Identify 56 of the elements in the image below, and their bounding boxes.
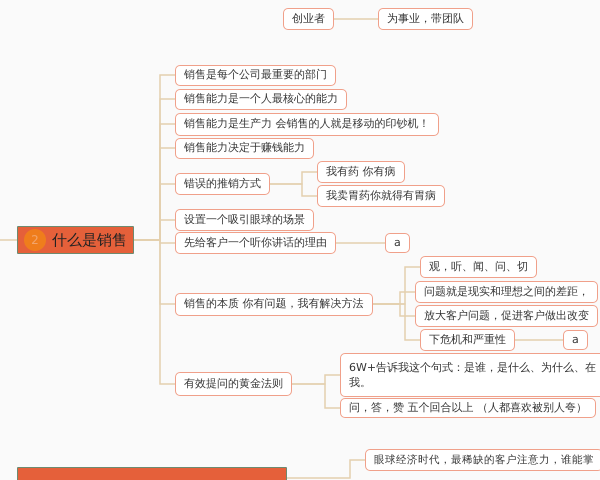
topic-text: 6W+告诉我这个句式：是谁，是什么、为什么、在 xyxy=(349,360,596,375)
topic-text: 放大客户问题，促进客户做出改变 xyxy=(424,308,589,324)
topic-box xyxy=(415,281,598,303)
topic-box xyxy=(365,449,600,471)
topic-box xyxy=(283,8,334,30)
topic-text: 观，听、闻、问、切 xyxy=(429,259,528,275)
topic-box xyxy=(378,8,473,30)
connector-line xyxy=(134,239,175,385)
topic-box xyxy=(175,209,314,231)
topic-box xyxy=(175,232,336,254)
topic-text: 问题就是现实和理想之间的差距， xyxy=(424,284,589,300)
topic-box xyxy=(175,173,270,195)
main-topic-box xyxy=(17,226,134,254)
connector-line xyxy=(0,239,17,241)
topic-box xyxy=(563,330,588,350)
topic-box xyxy=(175,292,372,316)
connector-line xyxy=(334,18,378,20)
connector-line xyxy=(336,242,385,244)
topic-text: 销售能力是生产力 会销售的人就是移动的印钞机！ xyxy=(184,116,430,132)
topic-box xyxy=(385,233,410,253)
topic-box xyxy=(317,185,445,207)
topic-box xyxy=(420,329,515,351)
topic-text: 为事业，带团队 xyxy=(387,11,464,27)
connector-line xyxy=(270,183,317,197)
topic-text: 销售能力决定于赚钱能力 xyxy=(184,140,305,156)
connector-line xyxy=(287,459,365,479)
topic-text: 销售的本质 你有问题，我有解决方法 xyxy=(184,296,364,312)
topic-box xyxy=(317,161,404,183)
topic-text: 销售能力是一个人最核心的能力 xyxy=(184,91,338,107)
topic-text: 眼球经济时代，最稀缺的客户注意力，谁能掌 xyxy=(374,452,594,468)
topic-box xyxy=(175,64,336,86)
connector-line xyxy=(292,383,340,409)
topic-box xyxy=(340,353,600,397)
topic-text: 先给客户一个听你讲话的理由 xyxy=(184,235,327,251)
topic-box xyxy=(175,372,292,396)
topic-text: a xyxy=(572,332,579,348)
connector-line xyxy=(515,339,563,341)
topic-box xyxy=(175,112,438,136)
topic-text: 创业者 xyxy=(292,11,325,27)
topic-box xyxy=(420,256,537,278)
topic-box xyxy=(340,398,596,418)
topic-text: 我卖胃药你就得有胃病 xyxy=(326,188,436,204)
topic-text: a xyxy=(394,235,401,251)
topic-text: 问，答，赞 五个回合以上 （人都喜欢被别人夸） xyxy=(349,400,587,416)
topic-box xyxy=(175,88,347,110)
topic-text: 下危机和严重性 xyxy=(429,332,506,348)
topic-box xyxy=(175,138,314,158)
topic-text: 什么是销售 xyxy=(52,230,127,250)
topic-text: 我有药 你有病 xyxy=(326,164,396,180)
topic-text: 有效提问的黄金法则 xyxy=(184,376,283,392)
topic-text: 我。 xyxy=(349,375,372,390)
topic-text: 错误的推销方式 xyxy=(184,176,261,192)
topic-box xyxy=(415,305,598,327)
topic-text: 销售是每个公司最重要的部门 xyxy=(184,67,327,83)
topic-text: 设置一个吸引眼球的场景 xyxy=(184,212,305,228)
number-badge: 2 xyxy=(24,229,46,251)
